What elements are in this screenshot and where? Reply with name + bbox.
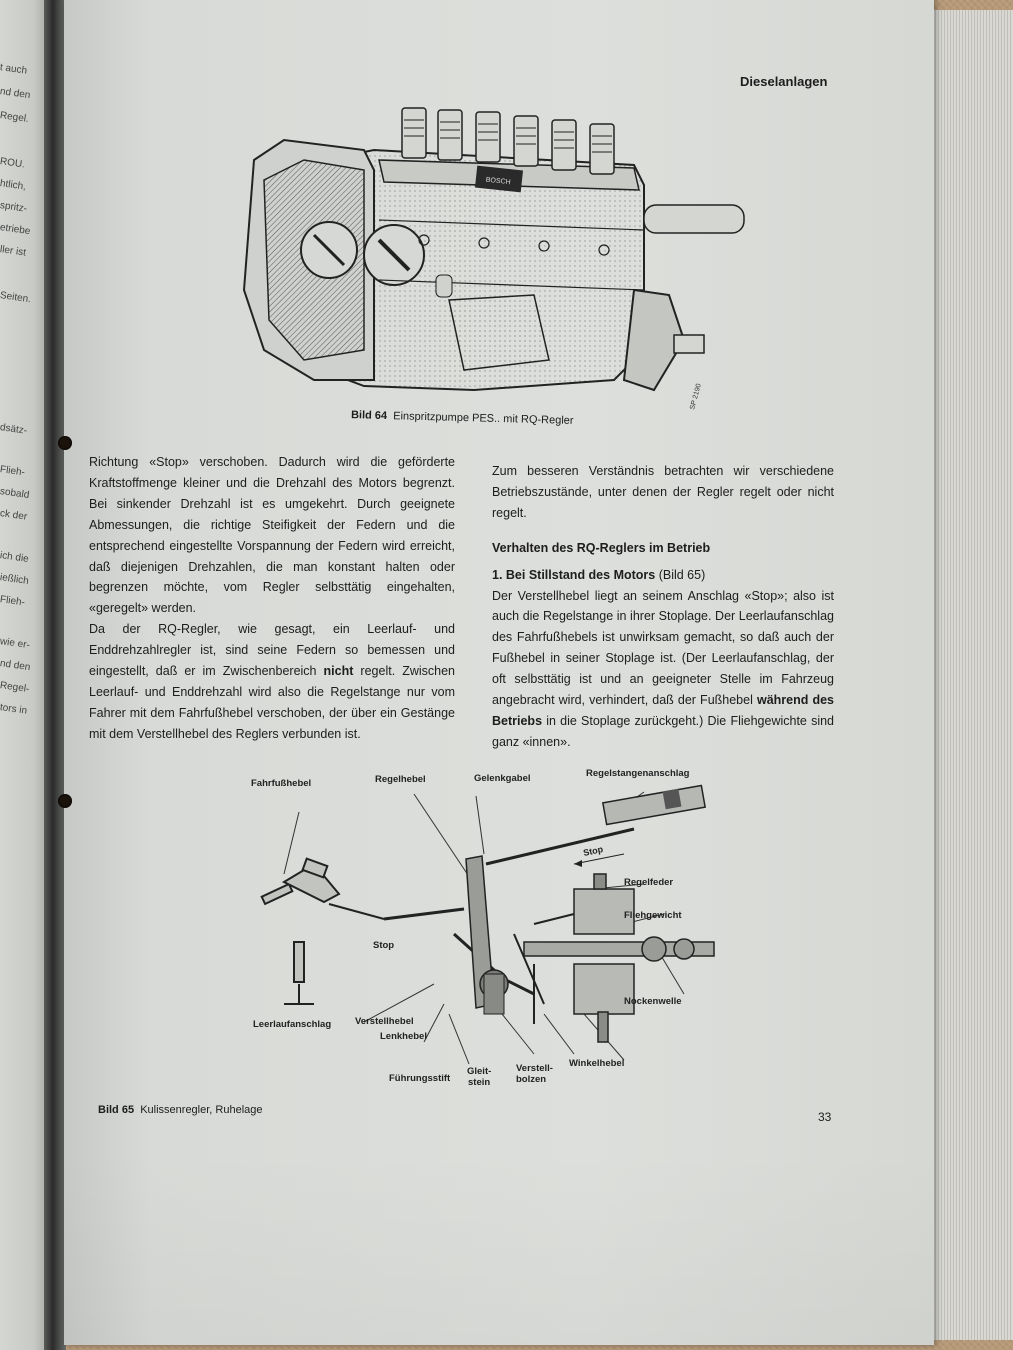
bold-text: während des Betriebs — [492, 693, 834, 728]
left-page-edge: t auch nd den Regel. ROU. htlich, spritz… — [0, 0, 48, 1350]
paragraph: Zum besseren Verständnis betrachten wir … — [492, 464, 834, 520]
label-lenkhebel: Lenkhebel — [380, 1031, 427, 1042]
label-verstellbolzen-2: bolzen — [516, 1074, 547, 1085]
drawing-number: SP 2190 — [689, 383, 703, 411]
figure-64-label: Bild 64 — [350, 409, 388, 423]
text-column-left: Richtung «Stop» verschoben. Dadurch wird… — [89, 452, 455, 745]
left-text-fragment: ROU. — [0, 156, 26, 171]
left-text-fragment: Flieh- — [0, 464, 26, 479]
label-regelstangenanschlag: Regelstangenanschlag — [586, 768, 690, 779]
binder-hole — [58, 794, 72, 808]
left-text-fragment: Regel. — [0, 110, 30, 125]
left-text-fragment: nd den — [0, 658, 32, 674]
label-stop: Stop — [373, 940, 395, 951]
label-fliehgewicht: Fliehgewicht — [624, 910, 682, 921]
figure-64-pump-drawing: BOSCH SP 2190 — [242, 107, 745, 411]
text-run: regelt. Zwischen Leerlauf- und Enddrehza… — [89, 664, 456, 741]
left-text-fragment: ck der — [0, 508, 28, 523]
left-text-fragment: tors in — [0, 702, 28, 717]
left-text-fragment: ich die — [0, 550, 30, 565]
page-bottom-area — [64, 1150, 934, 1345]
left-text-fragment: Regel- — [0, 680, 30, 696]
left-text-fragment: htlich, — [0, 178, 27, 193]
label-gleitstein-2: stein — [468, 1077, 491, 1088]
label-gelenkgabel: Gelenkgabel — [474, 773, 531, 784]
book-gutter — [44, 0, 66, 1350]
left-text-fragment: wie er- — [0, 636, 31, 652]
stop-arrow-label: Stop — [582, 844, 604, 858]
brand-plate-text: BOSCH — [485, 177, 511, 187]
label-regelfeder: Regelfeder — [624, 877, 674, 888]
binder-hole — [58, 436, 72, 450]
figure-65-text: Kulissenregler, Ruhelage — [140, 1104, 263, 1116]
label-fuehrungsstift: Führungsstift — [389, 1073, 451, 1084]
case-heading: 1. Bei Stillstand des Motors (Bild 65) — [492, 565, 834, 586]
label-regelhebel: Regelhebel — [375, 774, 426, 785]
paragraph: Da der RQ-Regler, wie gesagt, ein Leerla… — [89, 619, 455, 744]
paragraph: Der Verstellhebel liegt an seinem Anschl… — [492, 586, 834, 753]
figure-65-label: Bild 65 — [98, 1104, 135, 1116]
subheading: Verhalten des RQ-Reglers im Betrieb — [492, 540, 711, 555]
left-text-fragment: ießlich — [0, 572, 30, 587]
page-number: 33 — [818, 1110, 832, 1124]
left-text-fragment: Seiten. — [0, 290, 32, 306]
left-text-fragment: t auch — [0, 62, 28, 77]
text-column-right: Zum besseren Verständnis betrachten wir … — [492, 461, 834, 753]
left-text-fragment: spritz- — [0, 200, 28, 215]
label-fahrfusshebel: Fahrfußhebel — [251, 778, 312, 789]
label-nockenwelle: Nockenwelle — [624, 996, 682, 1007]
paragraph: Richtung «Stop» verschoben. Dadurch wird… — [89, 455, 455, 616]
label-verstellhebel: Verstellhebel — [355, 1016, 414, 1027]
text-run: in die Stoplage zurückgeht.) Die Fliehge… — [492, 713, 834, 749]
case-heading-ref: (Bild 65) — [655, 567, 706, 582]
label-leerlaufanschlag: Leerlaufanschlag — [253, 1019, 332, 1030]
left-text-fragment: sobald — [0, 486, 30, 502]
label-winkelhebel: Winkelhebel — [569, 1058, 625, 1069]
bold-text: nicht — [323, 664, 354, 679]
left-text-fragment: Flieh- — [0, 594, 26, 609]
figure-65-caption: Bild 65 Kulissenregler, Ruhelage — [98, 1104, 263, 1116]
text-run: Der Verstellhebel liegt an seinem Anschl… — [492, 588, 834, 708]
left-text-fragment: dsätz- — [0, 422, 28, 437]
section-header: Dieselanlagen — [740, 74, 828, 89]
left-text-fragment: ller ist — [0, 244, 27, 259]
label-gleitstein-1: Gleit- — [467, 1066, 492, 1077]
book-page: Dieselanlagen — [64, 0, 934, 1345]
left-text-fragment: nd den — [0, 86, 32, 102]
left-text-fragment: etriebe — [0, 222, 32, 238]
case-heading-bold: 1. Bei Stillstand des Motors — [492, 567, 656, 582]
label-verstellbolzen-1: Verstell- — [516, 1063, 553, 1074]
text-run: Da der RQ-Regler, wie gesagt, ein Leerla… — [89, 622, 455, 679]
figure-65-governor-diagram: Stop — [260, 784, 715, 1065]
